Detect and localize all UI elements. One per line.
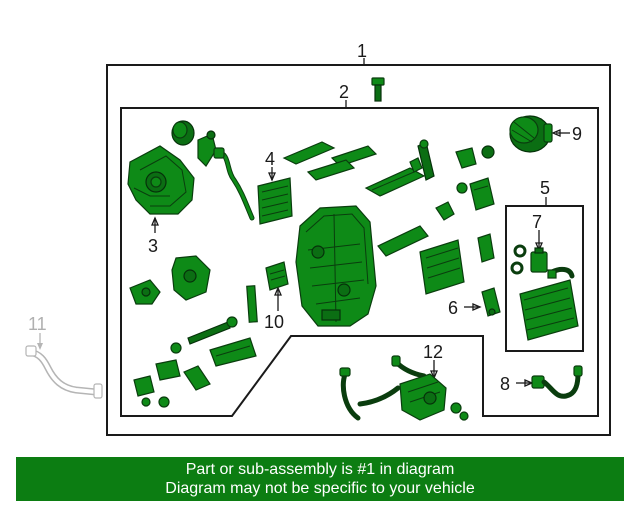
callout-10: 10 [264,312,284,332]
part-hvac-case [295,205,377,327]
part-duct-right [364,139,455,257]
part-bolt-top [371,77,385,102]
callout-4: 4 [265,149,275,169]
callout-3: 3 [148,236,158,256]
callout-9: 9 [572,124,582,144]
part-connectors-top-right [455,145,495,211]
subassembly-5-frame [505,205,584,352]
part-8-sensor-wire [531,365,583,399]
part-motor-cap [171,120,195,146]
assembly-1-frame [106,64,611,436]
part-linkage-bracket [129,279,161,305]
part-7-expansion-valve [510,244,548,275]
callout-5: 5 [540,178,550,198]
callout-6: 6 [448,298,458,318]
part-9-blower-motor [509,115,553,153]
callout-12: 12 [423,342,443,362]
part-10-sensor [265,261,289,291]
callout-11: 11 [28,314,47,334]
callout-2: 2 [339,82,349,102]
subassembly-2-frame [120,107,599,417]
callout-8: 8 [500,374,510,394]
part-lower-parts [133,316,257,408]
part-actuator-left [171,255,211,301]
footer-line-2: Diagram may not be specific to your vehi… [165,480,475,497]
part-duct-bracket [197,130,217,167]
part-filter-plates [282,141,378,181]
part-gasket-strip [246,285,258,323]
callout-7: 7 [532,212,542,232]
leader-lines [37,58,570,387]
footer-notice-bar: Part or sub-assembly is #1 in diagram Di… [16,457,624,501]
part-heater-tube [213,147,255,221]
callout-1: 1 [357,41,367,61]
part-12-actuator-harness [339,355,469,421]
part-6-duct-seal [477,233,501,317]
part-11-drain-hose [25,345,103,399]
part-4-heater-core [257,177,293,225]
footer-line-1: Part or sub-assembly is #1 in diagram [185,461,455,478]
part-air-filter [419,239,465,295]
part-5-evaporator-core [519,266,579,341]
part-3-blower-case [127,145,195,215]
